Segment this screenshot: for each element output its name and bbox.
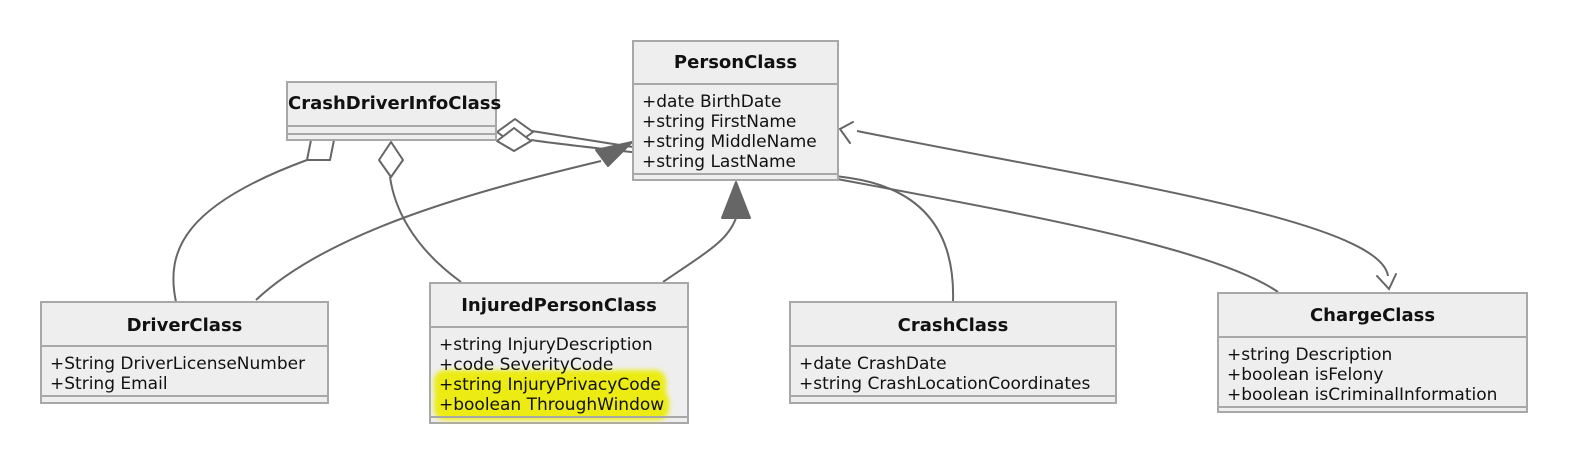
association-arrow-icon: [838, 121, 854, 144]
method-list: [42, 395, 327, 401]
attribute-list: +date BirthDate +string FirstName +strin…: [634, 83, 837, 173]
class-box-driverclass[interactable]: DriverClass +String DriverLicenseNumber …: [40, 301, 329, 404]
class-box-chargeclass[interactable]: ChargeClass +string Description +boolean…: [1217, 292, 1528, 413]
edge-injuredperson-to-crashdriverinfo: [389, 176, 462, 283]
class-box-personclass[interactable]: PersonClass +date BirthDate +string Firs…: [632, 40, 839, 181]
attribute: +code SeverityCode: [439, 355, 614, 375]
class-name: ChargeClass: [1309, 305, 1436, 326]
attribute: +string Description: [1227, 345, 1393, 365]
attribute: +String Email: [50, 374, 168, 394]
attribute-list: [288, 125, 495, 133]
edge-driver-to-crashdriverinfo: [172, 159, 308, 303]
aggregation-diamond-icon: [496, 127, 532, 152]
aggregation-diamond-icon: [306, 139, 335, 161]
highlighted-attribute: +string InjuryPrivacyCode: [439, 375, 661, 395]
method-list: [431, 416, 687, 422]
class-name: DriverClass: [126, 315, 243, 336]
attribute: +date CrashDate: [799, 354, 947, 374]
class-box-injuredpersonclass[interactable]: InjuredPersonClass +string InjuryDescrip…: [429, 282, 689, 424]
inheritance-arrow-icon: [595, 141, 633, 167]
method-list: [634, 173, 837, 179]
attribute: +string MiddleName: [642, 132, 817, 152]
method-list: [1219, 406, 1526, 412]
class-name: InjuredPersonClass: [461, 295, 657, 316]
attribute: +boolean isCriminalInformation: [1227, 385, 1498, 405]
attribute: +string LastName: [642, 152, 797, 172]
method-list: [288, 133, 495, 139]
attribute: +string InjuryDescription: [439, 335, 653, 355]
inheritance-arrow-icon: [721, 181, 751, 219]
highlighted-attribute: +boolean ThroughWindow: [439, 395, 665, 415]
class-name: PersonClass: [673, 52, 798, 73]
class-name: CrashDriverInfoClass: [288, 93, 502, 114]
edge-driver-to-person: [255, 160, 602, 301]
attribute: +date BirthDate: [642, 92, 782, 112]
attribute-list: +string Description +boolean isFelony +b…: [1219, 336, 1526, 406]
attribute-list: +date CrashDate +string CrashLocationCoo…: [791, 345, 1115, 395]
attribute: +String DriverLicenseNumber: [50, 354, 306, 374]
attribute-list: +String DriverLicenseNumber +String Emai…: [42, 345, 327, 395]
aggregation-diamond-icon: [378, 141, 404, 178]
attribute: +string FirstName: [642, 112, 797, 132]
edge-person-to-charge: [856, 130, 1389, 277]
class-name: CrashClass: [897, 315, 1009, 336]
attribute-list: +string InjuryDescription +code Severity…: [431, 326, 687, 416]
method-list: [791, 395, 1115, 401]
attribute: +boolean isFelony: [1227, 365, 1384, 385]
class-box-crashdriverinfoclass[interactable]: CrashDriverInfoClass: [286, 81, 502, 141]
attribute: +string CrashLocationCoordinates: [799, 374, 1091, 394]
class-box-crashclass[interactable]: CrashClass +date CrashDate +string Crash…: [789, 301, 1117, 404]
association-arrow-icon: [1376, 273, 1397, 291]
edge-injuredperson-to-person: [662, 217, 737, 283]
